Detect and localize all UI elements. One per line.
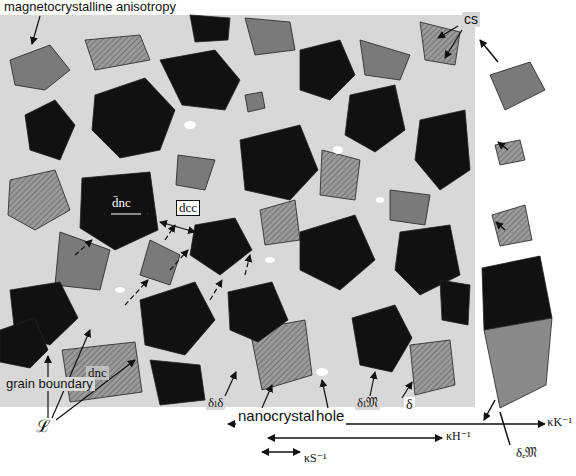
leader-lines xyxy=(32,16,462,420)
label: δₑ𝔐 xyxy=(514,446,539,460)
label: ℒ xyxy=(34,418,52,437)
length-scale-arrows xyxy=(228,424,545,452)
matrix-background xyxy=(0,15,475,407)
label: δₗ𝔐 xyxy=(355,396,380,410)
label: magnetocrystalline anisotropy xyxy=(2,0,178,14)
label: hole xyxy=(314,408,346,425)
magnetization-arrows xyxy=(480,40,510,445)
label: dcc xyxy=(176,200,200,216)
label: nanocrystal xyxy=(236,408,317,425)
magnetized-grains xyxy=(482,62,552,408)
label: δ xyxy=(404,397,415,412)
label: κH⁻¹ xyxy=(444,430,473,443)
label: cs xyxy=(462,12,480,27)
label: d̄nc xyxy=(110,196,133,210)
label: κK⁻¹ xyxy=(545,416,574,429)
label: grain boundary xyxy=(4,377,95,391)
label: κS⁻¹ xyxy=(302,452,329,465)
label: δₗδ xyxy=(206,396,225,410)
grains xyxy=(0,15,470,405)
